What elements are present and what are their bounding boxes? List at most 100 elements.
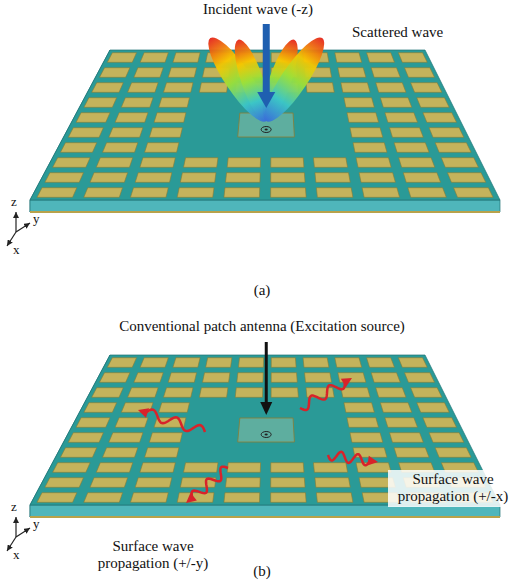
unit-cell-patch (177, 188, 214, 198)
axis-triad (7, 212, 30, 246)
unit-cell-patch (350, 128, 383, 138)
unit-cell-patch (107, 53, 136, 63)
unit-cell-patch (271, 188, 307, 198)
unit-cell-patch (238, 358, 263, 368)
unit-cell-patch (130, 188, 168, 198)
unit-cell-patch (180, 173, 216, 183)
unit-cell-patch (37, 493, 77, 503)
unit-cell-patch (76, 113, 110, 123)
unit-cell-patch (316, 493, 352, 503)
unit-cell-patch (341, 388, 370, 398)
unit-cell-patch (37, 188, 77, 198)
unit-cell-patch (435, 143, 471, 153)
unit-cell-patch (140, 463, 175, 473)
unit-cell-patch (206, 358, 232, 368)
coax-feed (261, 127, 271, 133)
ground-plane (30, 211, 500, 213)
unit-cell-patch (454, 188, 493, 198)
unit-cell-patch (380, 403, 411, 413)
unit-cell-patch (362, 188, 399, 198)
axis-line (16, 528, 30, 537)
unit-cell-patch (347, 113, 379, 123)
unit-cell-patch (405, 68, 435, 78)
unit-cell-patch (417, 403, 449, 413)
coax-pin (265, 434, 268, 436)
unit-cell-patch (84, 188, 123, 198)
unit-cell-patch (68, 128, 103, 138)
coax-feed (261, 432, 271, 438)
unit-cell-patch (347, 418, 379, 428)
excitation-arrow (265, 342, 268, 404)
unit-cell-patch (335, 53, 362, 63)
unit-cell-patch (376, 83, 406, 93)
unit-cell-patch (237, 373, 263, 383)
unit-cell-patch (224, 188, 260, 198)
unit-cell-patch (306, 83, 334, 93)
unit-cell-patch (271, 388, 298, 398)
unit-cell-patch (121, 98, 153, 108)
unit-cell-patch (76, 418, 110, 428)
unit-cell-patch (128, 83, 159, 93)
unit-cell-patch (90, 173, 128, 183)
unit-cell-patch (140, 358, 168, 368)
unit-cell-patch (92, 83, 124, 93)
unit-cell-patch (149, 433, 182, 443)
unit-cell-patch (199, 83, 228, 93)
unit-cell-patch (60, 448, 96, 458)
substrate-front (30, 505, 500, 517)
unit-cell-patch (411, 83, 442, 93)
axis-line (15, 517, 16, 537)
unit-cell-patch (135, 478, 172, 488)
surface-wave-arrow (328, 452, 378, 466)
unit-cell-patch (92, 388, 124, 398)
surface-wave-arrow (186, 467, 228, 503)
unit-cell-patch (398, 53, 427, 63)
unit-cell-patch (399, 158, 435, 168)
wave-line (192, 467, 228, 498)
wave-line (300, 382, 345, 410)
unit-cell-patch (341, 83, 370, 93)
arrow-head (341, 378, 352, 387)
axis-label: z (11, 195, 17, 210)
unit-cell-patch (128, 388, 159, 398)
unit-cell-patch (203, 373, 230, 383)
unit-cell-patch (271, 158, 304, 168)
incident-arrow (263, 24, 270, 94)
unit-cell-patch (271, 478, 305, 488)
unit-cell-patch (159, 98, 190, 108)
axis-line (15, 212, 16, 232)
unit-cell-patch (313, 158, 347, 168)
surface-wave-label: Surface wave propagation (+/-x) (388, 470, 518, 507)
scattered-wave-label: Scattered wave (352, 24, 443, 41)
unit-cell-patch (405, 373, 435, 383)
unit-cell-patch (115, 418, 148, 428)
unit-cell-patch (173, 53, 200, 63)
incident-wave-label: Incident wave (-z) (203, 1, 313, 18)
unit-cell-patch (224, 493, 260, 503)
unit-cell-patch (394, 448, 429, 458)
unit-cell-patch (199, 388, 228, 398)
unit-cell-patch (60, 143, 96, 153)
unit-cell-patch (403, 173, 440, 183)
excitation-label: Conventional patch antenna (Excitation s… (119, 318, 405, 335)
unit-cell-patch (134, 68, 163, 78)
unit-cell-patch (184, 158, 218, 168)
arrow-head (257, 92, 275, 108)
unit-cell-patch (168, 373, 196, 383)
unit-cell-patch (107, 358, 136, 368)
unit-cell-patch (376, 388, 406, 398)
unit-cell-patch (227, 463, 260, 473)
unit-cell-patch (390, 128, 424, 138)
unit-cell-patch (408, 188, 446, 198)
unit-cell-patch (140, 158, 175, 168)
wave-line (146, 410, 205, 432)
arrow-head (186, 493, 197, 503)
unit-cell-patch (271, 463, 304, 473)
unit-cell-patch (45, 173, 84, 183)
surface-wave-label: Surface wave propagation (+/-y) (88, 538, 218, 573)
unit-cell-patch (109, 128, 143, 138)
unit-cell-patch (271, 358, 296, 368)
unit-cell-patch (429, 128, 464, 138)
unit-cell-patch (168, 68, 196, 78)
unit-cell-patch (163, 83, 193, 93)
